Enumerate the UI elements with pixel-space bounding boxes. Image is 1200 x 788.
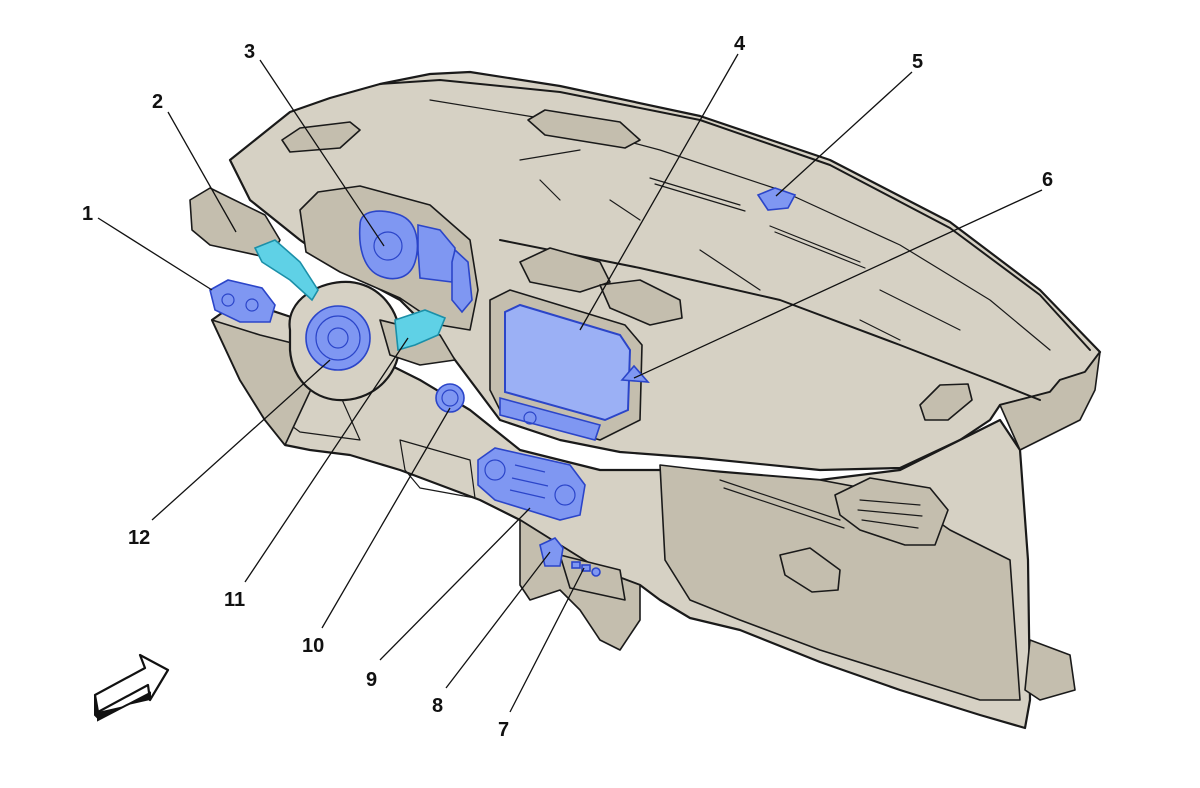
- leader-10: [321, 407, 451, 629]
- leader-lines: [97, 53, 1043, 713]
- usb-port-1: [571, 561, 581, 569]
- usb-port-2: [581, 564, 591, 572]
- callout-3: 3: [244, 41, 255, 63]
- center-vent-right: [599, 279, 683, 326]
- instrument-cluster: [299, 185, 479, 331]
- usb-port-panel: [559, 554, 626, 601]
- sunload-sensor: [756, 187, 797, 211]
- right-side-vent: [834, 477, 949, 546]
- leader-9: [379, 507, 531, 661]
- forward-arrow-icon: [93, 653, 170, 722]
- leader-12: [151, 359, 331, 521]
- callout-11: 11: [224, 589, 245, 611]
- hvac-control-panel: [477, 447, 586, 521]
- instrument-panel: [189, 70, 1102, 730]
- callout-1: 1: [82, 203, 93, 225]
- callout-8: 8: [432, 695, 443, 717]
- glovebox-handle: [779, 547, 841, 593]
- speedometer-dial: [373, 231, 403, 261]
- aux-jack: [591, 567, 601, 577]
- callout-2: 2: [152, 91, 163, 113]
- callout-9: 9: [366, 669, 377, 691]
- callout-labels: 1 2 3 4 5 6 7 8 9 10 11 12: [82, 33, 1053, 741]
- leader-4: [579, 53, 739, 331]
- ignition-button: [435, 383, 465, 413]
- leader-2: [167, 111, 237, 233]
- leader-7: [509, 567, 585, 713]
- power-outlet: [539, 537, 564, 567]
- cluster-gauge-right: [451, 248, 473, 314]
- left-upper-vent: [281, 121, 361, 153]
- right-upper-vent: [919, 383, 973, 421]
- steering-wheel: [288, 280, 456, 402]
- right-floor-bracket: [1024, 639, 1076, 701]
- leader-3: [259, 59, 385, 247]
- infotainment-unit: [489, 289, 643, 441]
- callout-5: 5: [912, 51, 923, 73]
- cluster-gauge-left: [358, 210, 419, 280]
- leader-5: [775, 71, 913, 197]
- hazard-switch: [620, 364, 650, 383]
- dashboard-right-end: [999, 351, 1101, 451]
- hvac-control-module: [477, 447, 586, 521]
- callout-4: 4: [734, 33, 746, 55]
- center-vent-left: [519, 247, 611, 293]
- leader-11: [244, 337, 409, 583]
- airbag-module: [305, 305, 371, 371]
- callout-12: 12: [128, 527, 150, 549]
- turn-signal-switch: [253, 239, 319, 302]
- radio-control-strip: [499, 396, 602, 441]
- callout-10: 10: [302, 635, 324, 657]
- leader-6: [633, 189, 1043, 379]
- headlamp-switch: [209, 279, 276, 323]
- wiper-switch: [394, 309, 447, 352]
- callout-6: 6: [1042, 169, 1053, 191]
- leader-1: [97, 217, 213, 291]
- leader-8: [445, 551, 551, 689]
- top-sensor-housing: [527, 109, 641, 149]
- callout-7: 7: [498, 719, 509, 741]
